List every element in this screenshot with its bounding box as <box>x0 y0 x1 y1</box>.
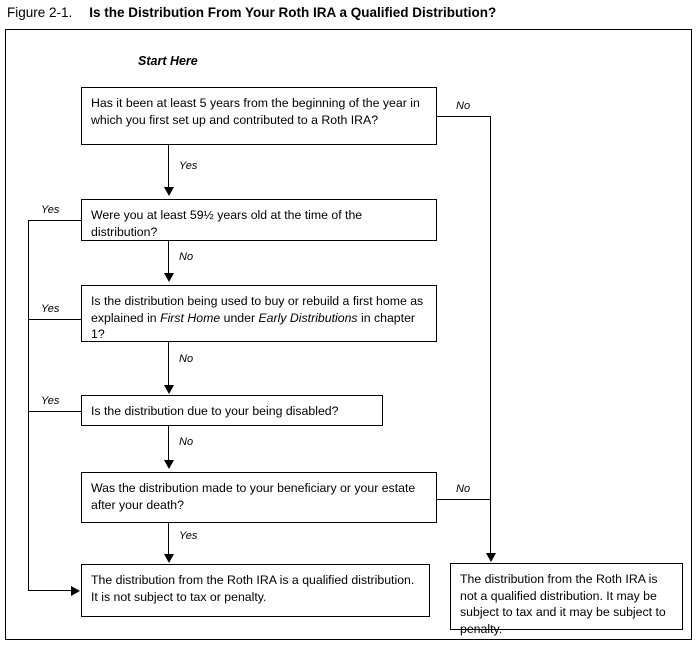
edge-label-q4-no: No <box>179 436 194 448</box>
edge-label-q1-yes: Yes <box>179 160 198 172</box>
edge-yes-merge-into-qualified <box>28 590 71 591</box>
decision-box-beneficiary-death: Was the distribution made to your benefi… <box>81 472 437 523</box>
decision-text-five-year-rule: Has it been at least 5 years from the be… <box>91 96 420 127</box>
decision-box-five-year-rule: Has it been at least 5 years from the be… <box>81 87 437 145</box>
start-here-label: Start Here <box>138 54 198 68</box>
outcome-text-qualified: The distribution from the Roth IRA is a … <box>91 573 415 604</box>
decision-text-first-home-part2: under <box>220 310 259 325</box>
decision-text-first-home-part3: in chapter 1? <box>91 310 415 342</box>
decision-text-age-59-half: Were you at least 59½ years old at the t… <box>91 208 363 239</box>
edge-q1-no-horizontal <box>437 116 490 117</box>
decision-text-first-home-part1: Is the distribution being used to buy or… <box>91 294 424 325</box>
arrowhead-no-into-not-qualified <box>486 553 496 562</box>
edge-label-q4-yes: Yes <box>41 395 60 407</box>
figure-title-text: Is the Distribution From Your Roth IRA a… <box>89 5 497 20</box>
edge-q3-yes-horizontal <box>28 319 81 320</box>
figure-title: Figure 2-1. Is the Distribution From Your… <box>7 4 496 21</box>
edge-label-q5-yes: Yes <box>179 530 198 542</box>
edge-q2-no-vertical <box>168 241 169 273</box>
decision-text-beneficiary-death: Was the distribution made to your benefi… <box>91 481 416 512</box>
outcome-text-not-qualified: The distribution from the Roth IRA is no… <box>460 572 666 636</box>
decision-box-disabled: Is the distribution due to your being di… <box>81 395 383 426</box>
decision-text-first-home-emphasis-2: Early Distributions <box>258 310 358 325</box>
arrowhead-q2-to-q3 <box>164 273 174 282</box>
edge-yes-merge-column <box>28 220 29 591</box>
edge-q2-yes-horizontal <box>28 220 81 221</box>
edge-q5-no-horizontal <box>437 499 490 500</box>
arrowhead-yes-into-qualified <box>71 586 80 596</box>
edge-label-q2-no: No <box>179 251 194 263</box>
arrowhead-q5-to-qualified <box>164 554 174 563</box>
edge-q4-yes-horizontal <box>28 411 81 412</box>
arrowhead-q4-to-q5 <box>164 460 174 469</box>
arrowhead-q3-to-q4 <box>164 385 174 394</box>
outcome-box-not-qualified: The distribution from the Roth IRA is no… <box>450 563 683 636</box>
edge-q1-yes-vertical <box>168 145 169 187</box>
decision-box-age-59-half: Were you at least 59½ years old at the t… <box>81 199 437 241</box>
outcome-box-qualified: The distribution from the Roth IRA is a … <box>81 564 430 617</box>
edge-label-q1-no: No <box>456 100 471 112</box>
decision-text-first-home-emphasis-1: First Home <box>160 310 221 325</box>
figure-number: Figure 2-1. <box>7 5 73 20</box>
edge-no-merge-column <box>490 116 491 553</box>
edge-label-q2-yes: Yes <box>41 204 60 216</box>
arrowhead-q1-to-q2 <box>164 187 174 196</box>
edge-q4-no-vertical <box>168 426 169 460</box>
edge-label-q3-no: No <box>179 353 194 365</box>
edge-label-q5-no: No <box>456 483 471 495</box>
edge-q5-yes-vertical <box>168 523 169 554</box>
edge-q3-no-vertical <box>168 342 169 385</box>
edge-label-q3-yes: Yes <box>41 303 60 315</box>
decision-text-disabled: Is the distribution due to your being di… <box>91 404 339 418</box>
decision-box-first-home: Is the distribution being used to buy or… <box>81 285 437 342</box>
